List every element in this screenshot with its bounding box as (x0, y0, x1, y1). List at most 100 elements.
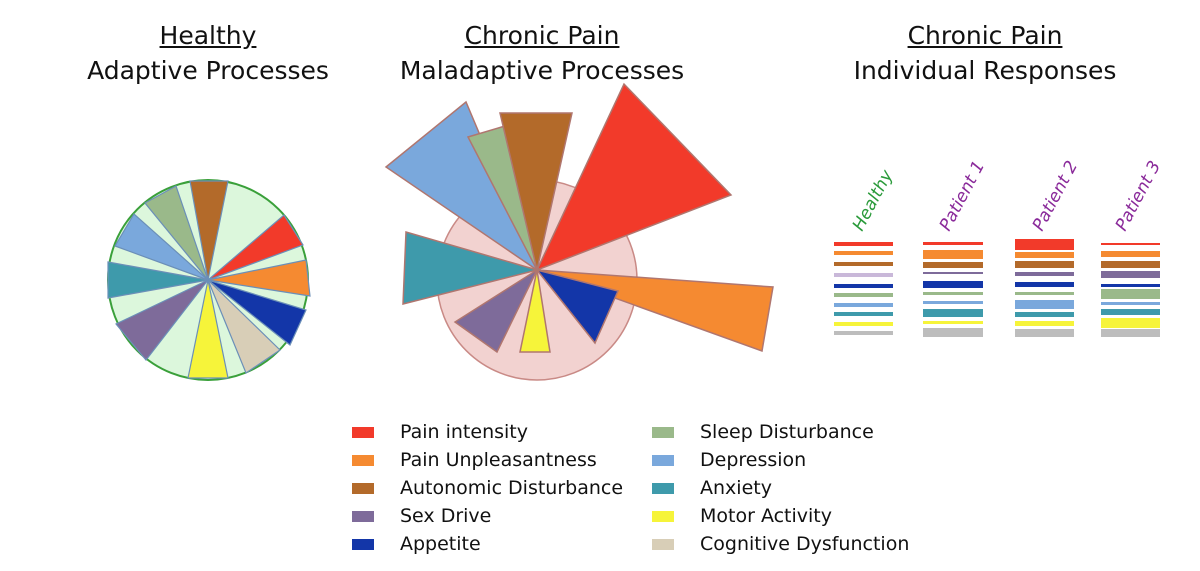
legend-item-appetite: Appetite (352, 530, 623, 558)
maladaptive-wedge-autonomic (499, 112, 573, 271)
column-label-healthy: Healthy (849, 166, 898, 234)
bar-p2-depression (1015, 300, 1074, 309)
legend-swatch (652, 538, 674, 550)
column-label-patient-3: Patient 3 (1112, 158, 1165, 235)
legend-label: Motor Activity (700, 505, 832, 527)
bar-p1-cognitive (923, 328, 983, 337)
legend-item-sleep: Sleep Disturbance (652, 418, 909, 446)
legend-item-cognitive: Cognitive Dysfunction (652, 530, 909, 558)
bar-p3-appetite (1101, 284, 1160, 287)
bar-p2-cognitive (1015, 329, 1074, 337)
bar-p1-anxiety (923, 309, 983, 317)
column-label-patient-2: Patient 2 (1029, 158, 1082, 235)
legend-swatch (352, 426, 374, 438)
maladaptive-wedge-anxiety (402, 231, 540, 305)
bar-healthy-gray (834, 331, 893, 335)
legend-right: Sleep Disturbance Depression Anxiety Mot… (652, 418, 909, 558)
bar-p1-pain-unpleasantness (923, 250, 983, 259)
legend-item-motor: Motor Activity (652, 502, 909, 530)
legend-swatch (652, 426, 674, 438)
legend-item-autonomic: Autonomic Disturbance (352, 474, 623, 502)
maladaptive-wedge-appetite (535, 268, 620, 345)
title-healthy: Healthy Adaptive Processes (70, 18, 346, 88)
legend-item-anxiety: Anxiety (652, 474, 909, 502)
legend-label: Pain Unpleasantness (400, 449, 597, 471)
legend-swatch (652, 510, 674, 522)
bar-p1-sex-drive (923, 272, 983, 274)
bar-healthy-depression (834, 303, 893, 307)
column-healthy-bars (834, 242, 893, 335)
legend-swatch (652, 454, 674, 466)
bar-healthy-cognitive-top (834, 273, 893, 277)
healthy-wedge-pain-unpleasantness (207, 259, 311, 297)
legend-item-pain-unpleasantness: Pain Unpleasantness (352, 446, 623, 474)
bar-healthy-pain-intensity (834, 242, 893, 246)
bar-p1-motor (923, 321, 983, 324)
column-label-patient-1: Patient 1 (936, 158, 989, 235)
bar-healthy-anxiety (834, 312, 893, 316)
bar-p1-depression (923, 301, 983, 304)
legend-item-sex-drive: Sex Drive (352, 502, 623, 530)
maladaptive-wedge-motor (519, 269, 551, 353)
legend-label: Depression (700, 449, 807, 471)
bar-p2-anxiety (1015, 312, 1074, 317)
legend-item-pain-intensity: Pain intensity (352, 418, 623, 446)
title-healthy-line1: Healthy (159, 21, 257, 50)
healthy-wedge-anxiety (107, 261, 209, 299)
healthy-wedge-appetite (207, 279, 307, 346)
title-individual-line2: Individual Responses (853, 56, 1117, 85)
column-patient-3-bars (1101, 243, 1160, 337)
title-individual: Chronic Pain Individual Responses (820, 18, 1150, 88)
bar-p3-cognitive (1101, 329, 1160, 337)
maladaptive-diagram (384, 82, 774, 381)
healthy-wedge-cognitive (207, 279, 281, 374)
legend-left: Pain intensity Pain Unpleasantness Auton… (352, 418, 623, 558)
title-healthy-line2: Adaptive Processes (87, 56, 329, 85)
bar-p2-pain-unpleasantness (1015, 252, 1074, 258)
healthy-wedge-sleep (144, 185, 209, 281)
bar-p1-pain-intensity (923, 242, 983, 245)
legend-label: Autonomic Disturbance (400, 477, 624, 499)
healthy-wedge-motor (187, 279, 229, 379)
bar-p3-autonomic (1101, 261, 1160, 268)
bar-p3-pain-intensity (1101, 243, 1160, 245)
bar-p2-pain-intensity (1015, 239, 1074, 250)
bar-p2-autonomic (1015, 261, 1074, 268)
bar-p3-anxiety (1101, 309, 1160, 315)
bar-healthy-autonomic (834, 262, 893, 266)
bar-p1-appetite (923, 281, 983, 288)
bar-p3-pain-unpleasantness (1101, 251, 1160, 257)
bar-p2-sex-drive (1015, 272, 1074, 276)
legend-swatch (352, 538, 374, 550)
legend-swatch (352, 482, 374, 494)
maladaptive-wedge-pain-intensity (535, 82, 733, 272)
bar-p3-motor (1101, 318, 1160, 328)
bar-healthy-sleep (834, 293, 893, 297)
title-maladaptive: Chronic Pain Maladaptive Processes (382, 18, 702, 88)
column-patient-1-bars (923, 242, 983, 337)
healthy-wedge-autonomic (189, 180, 229, 281)
bar-healthy-appetite (834, 284, 893, 288)
bar-healthy-motor (834, 322, 893, 326)
bar-p3-sex-drive (1101, 271, 1160, 278)
legend-swatch (652, 482, 674, 494)
healthy-wedge-depression (114, 213, 209, 281)
bar-p1-autonomic (923, 262, 983, 268)
legend-swatch (352, 454, 374, 466)
title-maladaptive-line1: Chronic Pain (464, 21, 620, 50)
individual-responses: Healthy Patient 1 Patient 2 Patient 3 (834, 158, 1165, 337)
legend-label: Pain intensity (400, 421, 528, 443)
legend-label: Sleep Disturbance (700, 421, 874, 443)
title-maladaptive-line2: Maladaptive Processes (399, 56, 685, 85)
legend-label: Anxiety (700, 477, 772, 499)
bar-p3-sleep (1101, 289, 1160, 299)
healthy-wedge-pain-intensity (207, 214, 304, 281)
healthy-pie (107, 179, 311, 381)
legend-label: Cognitive Dysfunction (700, 533, 910, 555)
legend-swatch (352, 510, 374, 522)
bar-p2-appetite (1015, 282, 1074, 287)
maladaptive-wedge-sex-drive (453, 267, 539, 354)
bar-p2-motor (1015, 321, 1074, 326)
title-individual-line1: Chronic Pain (907, 21, 1063, 50)
